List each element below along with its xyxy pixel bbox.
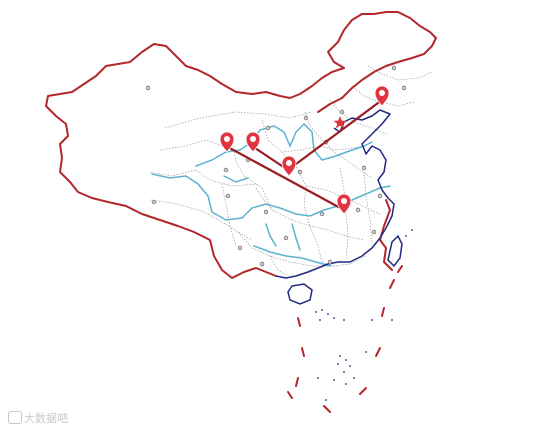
land-border	[45, 11, 437, 279]
city-dot-icon	[377, 193, 383, 199]
pearl-river	[253, 245, 331, 267]
city-dot-icon	[361, 165, 367, 171]
route-line-northwest	[224, 144, 346, 212]
yangtze-river	[151, 173, 391, 221]
route-line-northeast	[286, 98, 384, 172]
star-icon	[333, 116, 347, 129]
city-dot-icon	[297, 169, 303, 175]
route-line-northwest-2	[250, 144, 290, 172]
city-dot-icon	[401, 85, 407, 91]
route-lines	[224, 98, 384, 212]
city-dots	[145, 65, 407, 267]
hainan-island	[287, 283, 313, 305]
city-dot-icon	[145, 85, 151, 91]
city-dot-icon	[391, 65, 397, 71]
city-dot-icon	[259, 261, 265, 267]
map-pin-icon[interactable]	[281, 155, 297, 177]
yellow-river	[195, 122, 373, 167]
markers	[219, 85, 390, 215]
city-dot-icon	[283, 235, 289, 241]
city-dot-icon	[223, 167, 229, 173]
city-dot-icon	[327, 259, 333, 265]
watermark-text: 大数据吧	[24, 412, 68, 425]
city-dot-icon	[265, 125, 271, 131]
city-dot-icon	[303, 115, 309, 121]
taiwan-island	[387, 234, 403, 268]
city-dot-icon	[237, 245, 243, 251]
city-dot-icon	[339, 109, 345, 115]
watermark: 大数据吧	[8, 410, 68, 426]
nine-dash-line	[287, 265, 403, 413]
city-dot-icon	[263, 209, 269, 215]
city-dot-icon	[319, 211, 325, 217]
sea-islands	[315, 229, 413, 401]
city-dot-icon	[151, 199, 157, 205]
watermark-logo-icon	[8, 411, 22, 424]
map-pin-icon[interactable]	[245, 131, 261, 153]
city-dot-icon	[355, 207, 361, 213]
rivers	[151, 122, 391, 267]
map-pin-icon[interactable]	[219, 131, 235, 153]
map-pin-icon[interactable]	[336, 193, 352, 215]
city-dot-icon	[371, 229, 377, 235]
map-pin-icon[interactable]	[374, 85, 390, 107]
city-dot-icon	[225, 193, 231, 199]
